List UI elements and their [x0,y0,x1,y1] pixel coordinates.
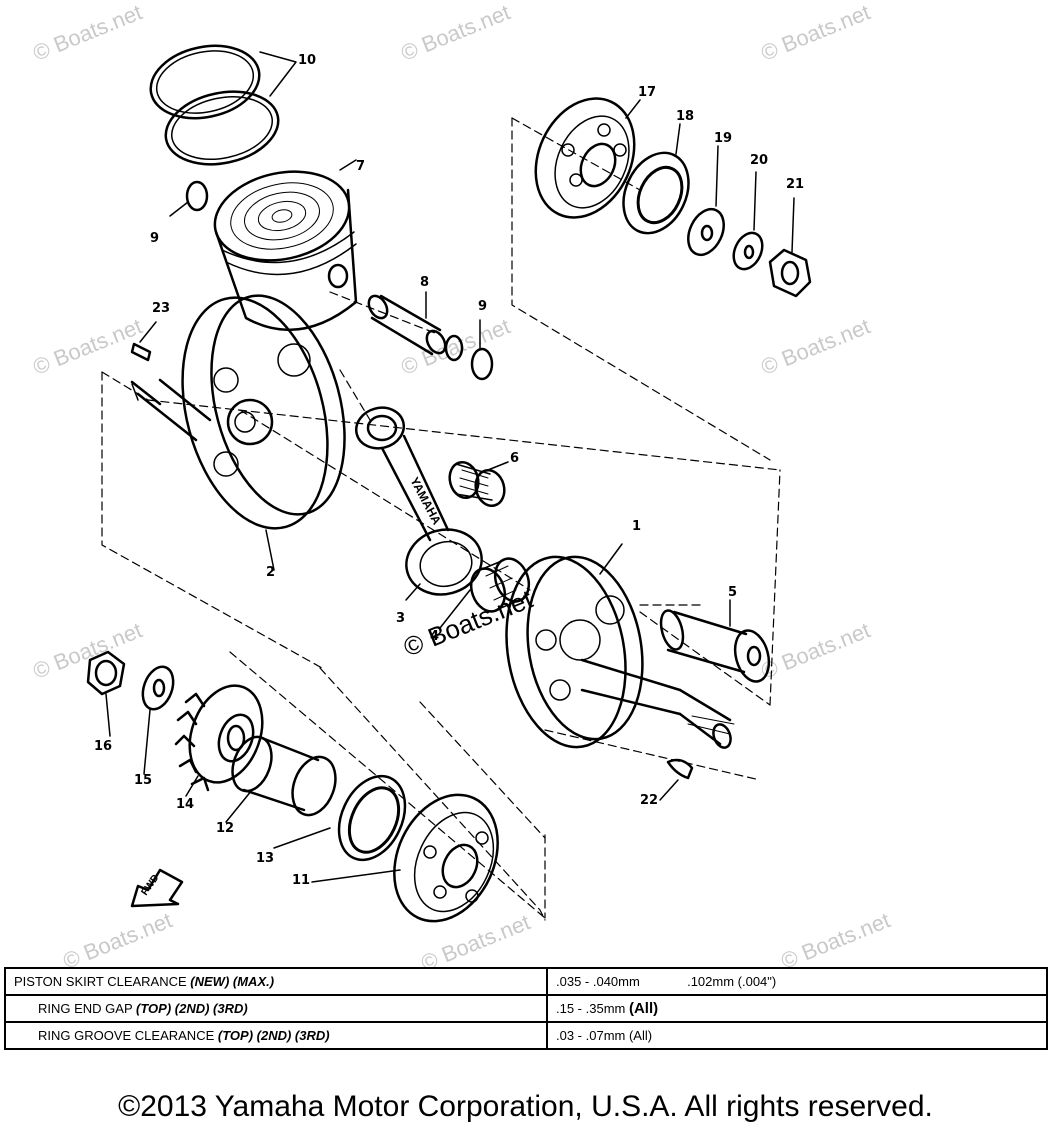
spec-label-cell: PISTON SKIRT CLEARANCE (NEW) (MAX.) [4,967,548,996]
crank-wheel-left [130,294,346,530]
washer-20 [732,231,764,271]
spec-value-cell: .035 - .040mm .102mm (.004") [546,967,1048,996]
spec-qualifier: (TOP) (2ND) (3RD) [217,1028,330,1043]
spec-row: RING GROOVE CLEARANCE (TOP) (2ND) (3RD) … [4,1021,1048,1050]
key-23 [130,342,152,362]
bearing-17 [534,97,636,219]
callout-18: 18 [676,109,695,124]
callout-1: 1 [632,519,642,534]
callout-2: 2 [266,565,276,580]
specs-table: PISTON SKIRT CLEARANCE (NEW) (MAX.) .035… [4,967,1048,1050]
sleeve-12 [231,735,337,817]
callout-3: 3 [396,611,406,626]
oil-seal-18 [622,151,690,235]
leader-lines [105,51,795,883]
fwd-label: FWD [139,873,161,898]
callout-9b: 9 [478,299,488,314]
washer-15 [141,665,175,711]
spec-qualifier: (TOP) (2ND) (3RD) [136,1001,248,1016]
callout-19: 19 [714,131,733,146]
circlip [185,180,209,212]
callout-10: 10 [298,53,317,68]
spec-value: .03 - .07mm (All) [556,1028,653,1043]
crank-wheel-right [505,555,735,749]
spec-label: RING GROOVE CLEARANCE [38,1028,215,1043]
spec-label-cell: RING END GAP (TOP) (2ND) (3RD) [4,994,548,1023]
callout-9a: 9 [150,231,160,246]
connecting-rod [354,406,483,596]
spec-label: PISTON SKIRT CLEARANCE [14,974,187,989]
piston-rings [149,44,280,166]
callout-8: 8 [420,275,430,290]
spec-value-all: (All) [628,1000,659,1017]
callout-20: 20 [750,153,769,168]
callout-4: 4 [430,629,440,644]
callout-16: 16 [94,739,113,754]
callout-21: 21 [786,177,805,192]
fwd-arrow-icon [130,868,184,908]
copyright-footer: ©2013 Yamaha Motor Corporation, U.S.A. A… [118,1090,933,1123]
spec-label-cell: RING GROOVE CLEARANCE (TOP) (2ND) (3RD) [4,1021,548,1050]
needle-bearing-6 [448,460,506,508]
circlip [444,334,464,362]
spec-value: .15 - .35mm [556,1001,626,1016]
piston [213,170,358,332]
spec-qualifier: (NEW) (MAX.) [190,974,275,989]
big-end-bearing-4 [469,557,531,613]
spec-row: PISTON SKIRT CLEARANCE (NEW) (MAX.) .035… [4,967,1048,996]
callout-7: 7 [356,159,366,174]
nut-16 [86,650,126,696]
spec-value-max: .102mm (.004") [687,974,777,989]
callout-22: 22 [640,793,659,808]
callout-15: 15 [134,773,153,788]
spec-row: RING END GAP (TOP) (2ND) (3RD) .15 - .35… [4,994,1048,1023]
spec-value: .035 - .040mm [556,974,640,989]
spec-value-cell: .03 - .07mm (All) [546,1021,1048,1050]
callout-23: 23 [152,301,171,316]
callout-17: 17 [638,85,657,100]
bearing-11 [393,793,499,923]
spec-label: RING END GAP [38,1001,133,1016]
spec-value-cell: .15 - .35mm (All) [546,994,1048,1023]
nut-21 [768,248,812,298]
callout-6: 6 [510,451,520,466]
callout-14: 14 [176,797,195,812]
callout-12: 12 [216,821,235,836]
crank-pin-5 [659,609,771,683]
seal-13 [337,774,407,862]
circlip [470,347,494,381]
callout-13: 13 [256,851,275,866]
spacer-19 [687,207,725,257]
crankshaft-piston-diagram: YAMAHA FWD [86,44,812,923]
woodruff-key-22 [666,758,694,780]
callout-11: 11 [292,873,311,888]
callout-5: 5 [728,585,738,600]
gear-14 [174,684,264,792]
piston-pin [367,294,447,356]
